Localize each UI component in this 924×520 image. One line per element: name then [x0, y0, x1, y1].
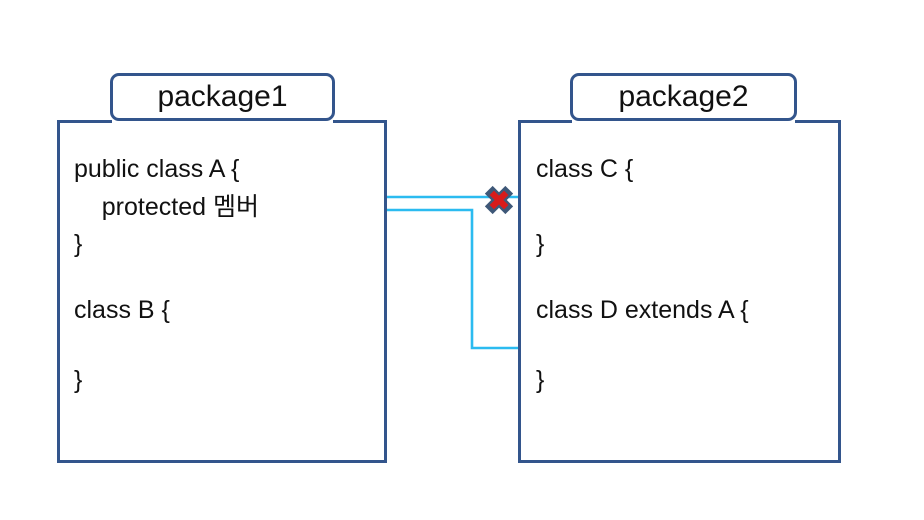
code-line-protected-member: protected 멤버: [74, 193, 259, 221]
package-2-tab: package2: [570, 73, 797, 121]
code-line-class-b: class B {: [74, 296, 170, 324]
code-line-d-close-brace: }: [536, 366, 545, 394]
code-line-a-close-brace: }: [74, 230, 83, 258]
code-line-public-class-a: public class A {: [74, 155, 240, 183]
package-2-tab-label: package2: [618, 80, 749, 113]
package-2-tab-notch: [572, 117, 795, 125]
blocked-access-x-outline: [484, 185, 514, 215]
package-1-tab: package1: [110, 73, 335, 121]
package-1-tab-label: package1: [157, 80, 288, 113]
code-line-class-c: class C {: [536, 155, 634, 183]
package-1-tab-notch: [112, 117, 333, 125]
code-line-class-d: class D extends A {: [536, 296, 749, 324]
code-line-c-close-brace: }: [536, 230, 545, 258]
code-line-b-close-brace: }: [74, 366, 83, 394]
blocked-access-x-glyph: [489, 190, 509, 210]
blocked-access-x-icon: [484, 185, 514, 215]
